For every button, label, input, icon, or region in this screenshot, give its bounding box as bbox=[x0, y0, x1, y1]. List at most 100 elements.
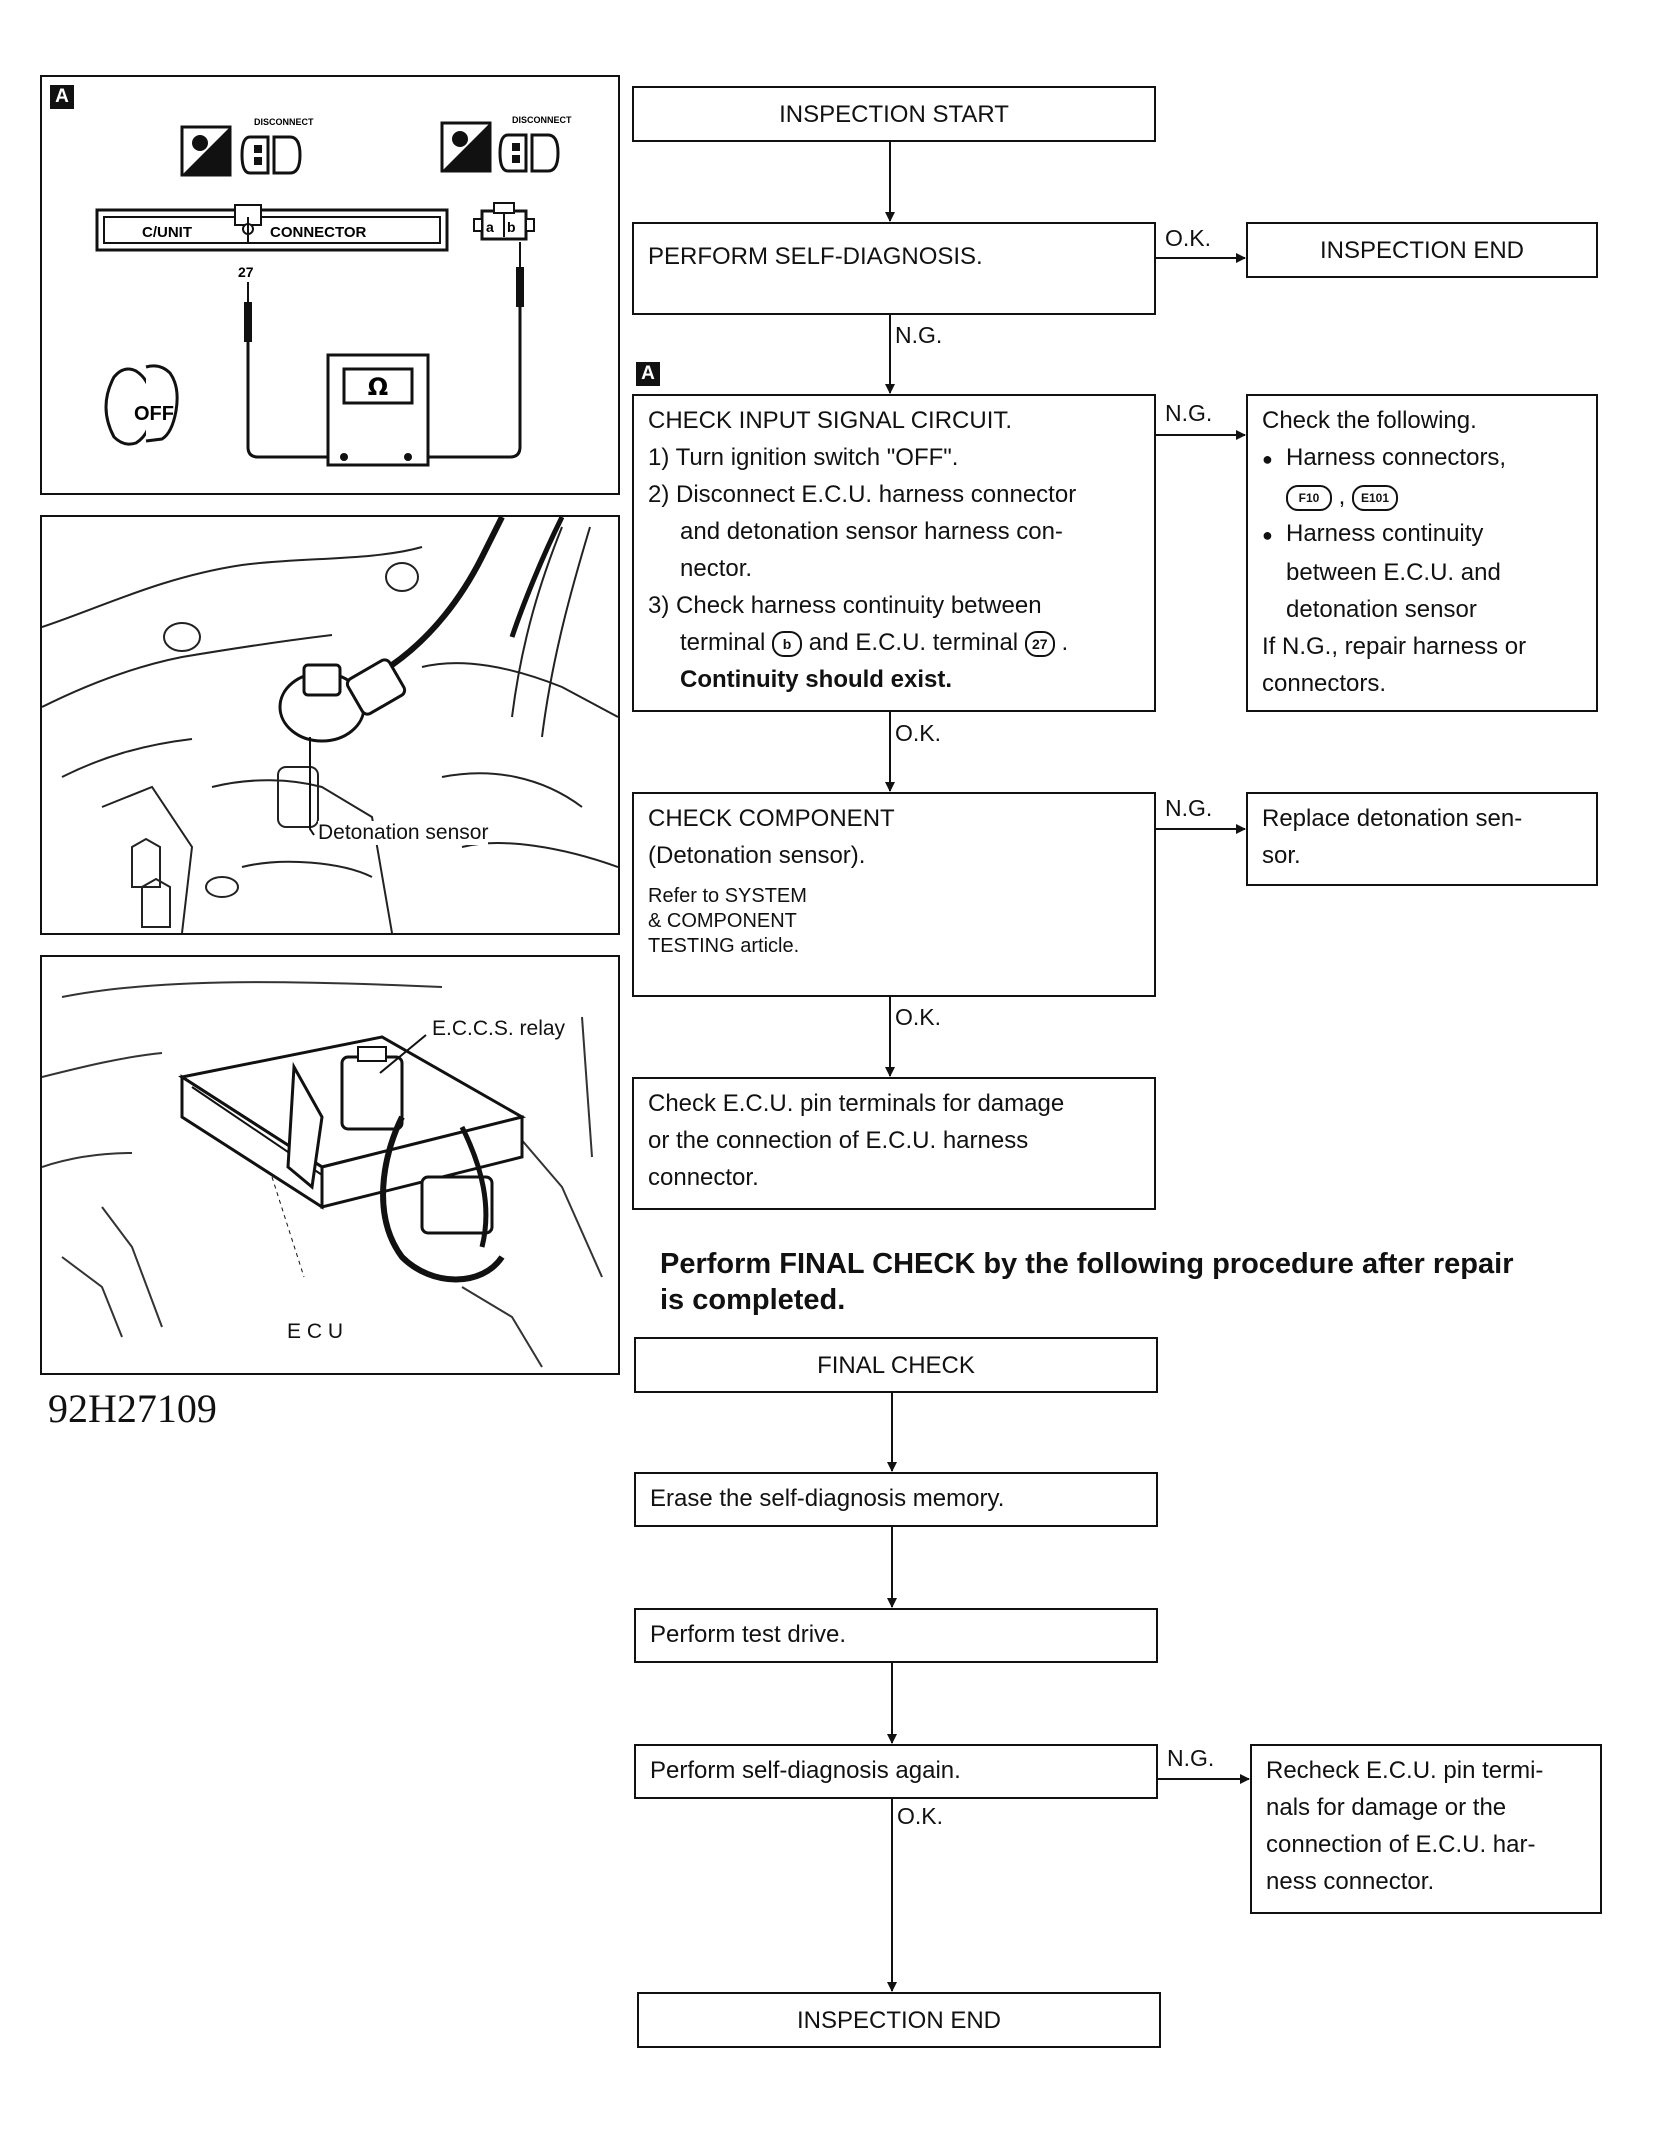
ignition-switch-off-icon-2 bbox=[440, 121, 492, 173]
final-check-box: FINAL CHECK bbox=[634, 1337, 1158, 1393]
check-following-title: Check the following. bbox=[1262, 407, 1477, 434]
check-input-step2b: and detonation sensor harness con- bbox=[680, 518, 1063, 545]
ok-label-selfdiag: O.K. bbox=[1163, 225, 1214, 252]
connector-label: CONNECTOR bbox=[270, 224, 367, 241]
ok-label-component: O.K. bbox=[893, 1004, 944, 1031]
step3b-post: . bbox=[1061, 629, 1069, 656]
test-drive-box: Perform test drive. bbox=[634, 1608, 1158, 1663]
check-ecu-pins-box: Check E.C.U. pin terminals for damage or… bbox=[632, 1077, 1156, 1210]
check-input-step3a: 3) Check harness continuity between bbox=[648, 592, 1042, 619]
ignition-key-off-icon: OFF bbox=[104, 364, 179, 446]
self-diagnosis-again-text: Perform self-diagnosis again. bbox=[650, 1757, 961, 1784]
terminal-27-label: 27 bbox=[238, 264, 254, 280]
ohmmeter-icon: Ω bbox=[326, 353, 430, 467]
sensor-callout-leader bbox=[309, 737, 315, 836]
ohm-symbol: Ω bbox=[368, 373, 388, 401]
ng-label-selfdiag: N.G. bbox=[893, 322, 945, 349]
recheck-ecu-box: Recheck E.C.U. pin termi- nals for damag… bbox=[1250, 1744, 1602, 1914]
test-lead-right bbox=[384, 307, 522, 459]
test-drive-text: Perform test drive. bbox=[650, 1621, 847, 1648]
panel-marker-a: A bbox=[50, 85, 74, 109]
check-input-step3b: terminal b and E.C.U. terminal 27 . bbox=[648, 624, 1140, 661]
control-unit-connector: C/UNIT CONNECTOR 27 bbox=[95, 204, 449, 280]
check-input-title: CHECK INPUT SIGNAL CIRCUIT. bbox=[648, 407, 1013, 434]
test-lead-left bbox=[246, 342, 338, 459]
inspection-end-top-box: INSPECTION END bbox=[1246, 222, 1598, 278]
erase-memory-text: Erase the self-diagnosis memory. bbox=[650, 1485, 1005, 1512]
connector-e101-badge: E101 bbox=[1352, 484, 1399, 511]
step3b-mid: and E.C.U. terminal bbox=[808, 629, 1019, 656]
detonation-sensor-icon bbox=[278, 517, 565, 743]
ecu-callout-leader bbox=[271, 1176, 305, 1278]
replace-sensor-box: Replace detonation sen- sor. bbox=[1246, 792, 1598, 886]
check-component-ref1: Refer to SYSTEM bbox=[648, 885, 807, 907]
check-following-bullet1: Harness connectors, bbox=[1262, 439, 1582, 478]
replace-sensor-line1: Replace detonation sen- bbox=[1262, 805, 1523, 832]
ok-label-again: O.K. bbox=[895, 1803, 946, 1830]
relay-callout-leader bbox=[379, 1034, 427, 1074]
figure-id: 92H27109 bbox=[48, 1386, 217, 1431]
sensor-harness-plug: a b bbox=[473, 202, 535, 241]
wiring-test-panel: A DISCONNECT DISCONNECT bbox=[40, 75, 620, 495]
disconnect-label: DISCONNECT bbox=[254, 117, 314, 127]
cunit-label: C/UNIT bbox=[142, 224, 192, 241]
ecu-illustration bbox=[42, 981, 603, 1368]
inspection-end-bottom-text: INSPECTION END bbox=[796, 2006, 1002, 2034]
ng-label-again: N.G. bbox=[1165, 1745, 1217, 1772]
check-following-note2: connectors. bbox=[1262, 670, 1387, 697]
check-following-note1: If N.G., repair harness or bbox=[1262, 633, 1527, 660]
final-check-heading: Perform FINAL CHECK by the following pro… bbox=[660, 1246, 1620, 1318]
disconnect-label-2: DISCONNECT bbox=[512, 115, 572, 125]
step3b-pre: terminal bbox=[680, 629, 766, 656]
check-ecu-line2: or the connection of E.C.U. harness bbox=[648, 1127, 1029, 1154]
inspection-start-text: INSPECTION START bbox=[779, 100, 1009, 128]
eccs-relay-callout: E.C.C.S. relay bbox=[432, 1017, 566, 1040]
plug-term-b: b bbox=[507, 219, 516, 235]
check-component-box: CHECK COMPONENT (Detonation sensor). Ref… bbox=[632, 792, 1156, 997]
check-following-bullet2b: between E.C.U. and bbox=[1286, 559, 1501, 586]
disconnect-connector-icon-2: DISCONNECT bbox=[498, 115, 572, 173]
detonation-sensor-photo-panel: Detonation sensor bbox=[40, 515, 620, 935]
final-check-heading-line2: is completed. bbox=[660, 1284, 846, 1316]
check-component-ref3: TESTING article. bbox=[648, 935, 800, 957]
check-input-step1: 1) Turn ignition switch "OFF". bbox=[648, 444, 959, 471]
check-component-title: CHECK COMPONENT bbox=[648, 805, 895, 832]
check-component-sub: (Detonation sensor). bbox=[648, 842, 866, 869]
check-following-bullet2a: Harness continuity bbox=[1262, 515, 1582, 554]
ecu-harness-connector-icon bbox=[380, 1115, 505, 1283]
inspection-end-bottom-box: INSPECTION END bbox=[637, 1992, 1161, 2048]
check-ecu-line3: connector. bbox=[648, 1164, 759, 1191]
check-input-step2a: 2) Disconnect E.C.U. harness connector bbox=[648, 481, 1077, 508]
check-ecu-line1: Check E.C.U. pin terminals for damage bbox=[648, 1090, 1065, 1117]
recheck-line1: Recheck E.C.U. pin termi- bbox=[1266, 1757, 1544, 1784]
final-check-heading-line1: Perform FINAL CHECK by the following pro… bbox=[660, 1248, 1514, 1280]
ng-label-input: N.G. bbox=[1163, 400, 1215, 427]
inspection-end-top-text: INSPECTION END bbox=[1319, 236, 1525, 264]
ecu-callout: E C U bbox=[287, 1320, 344, 1343]
self-diagnosis-text: PERFORM SELF-DIAGNOSIS. bbox=[648, 243, 983, 270]
connector-separator: , bbox=[1338, 483, 1346, 510]
test-probe-right bbox=[516, 242, 524, 307]
check-following-bullet2c: detonation sensor bbox=[1286, 596, 1477, 623]
detonation-sensor-illustration bbox=[42, 517, 618, 933]
inspection-start-box: INSPECTION START bbox=[632, 86, 1156, 142]
check-following-connectors: F10 , E101 bbox=[1262, 478, 1582, 515]
check-input-signal-box: CHECK INPUT SIGNAL CIRCUIT. 1) Turn igni… bbox=[632, 394, 1156, 712]
ecu-photo-panel: E.C.C.S. relay E C U bbox=[40, 955, 620, 1375]
ok-label-input: O.K. bbox=[893, 720, 944, 747]
wiring-test-illustration: DISCONNECT DISCONNECT C/UNIT bbox=[95, 115, 572, 467]
ignition-switch-off-icon bbox=[180, 125, 232, 177]
test-probe-left bbox=[244, 282, 252, 342]
terminal-27-badge: 27 bbox=[1024, 630, 1055, 657]
eccs-relay-icon bbox=[286, 1046, 404, 1190]
recheck-line2: nals for damage or the bbox=[1266, 1794, 1507, 1821]
recheck-line4: ness connector. bbox=[1266, 1868, 1435, 1895]
recheck-line3: connection of E.C.U. har- bbox=[1266, 1831, 1536, 1858]
self-diagnosis-again-box: Perform self-diagnosis again. bbox=[634, 1744, 1158, 1799]
erase-memory-box: Erase the self-diagnosis memory. bbox=[634, 1472, 1158, 1527]
plug-term-a: a bbox=[486, 219, 494, 235]
connector-f10-badge: F10 bbox=[1286, 484, 1332, 511]
check-following-box: Check the following. Harness connectors,… bbox=[1246, 394, 1598, 712]
